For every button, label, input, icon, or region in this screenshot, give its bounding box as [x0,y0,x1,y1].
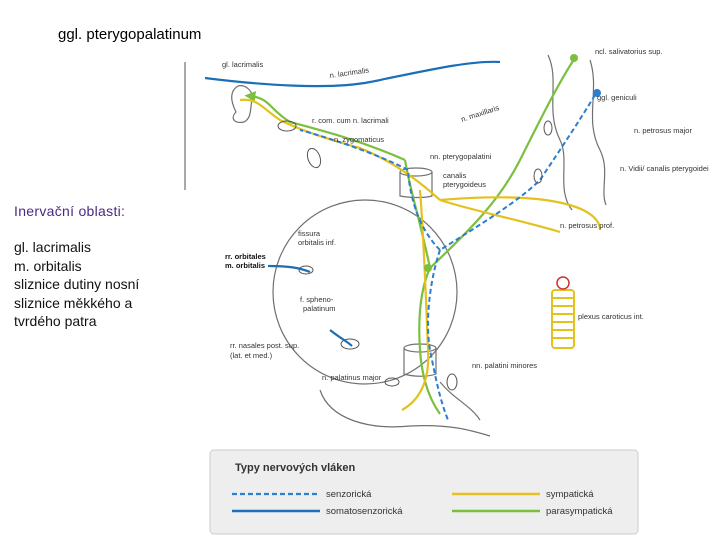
yellow-carotid-path [439,196,602,231]
canal-top-ring [399,167,433,177]
plexus-caroticus-coil [551,276,575,349]
label-n-maxillaris: n. maxillaris [460,103,501,124]
label-n-palatinus-major: n. palatinus major [322,373,382,382]
label-nn-palatini-minores: nn. palatini minores [472,361,537,370]
label-ncl-salivatorius: ncl. salivatorius sup. [595,47,663,56]
fiber-rings [277,120,553,391]
label-r-com: r. com. cum n. lacrimali [312,116,389,125]
nucleus-salivatorius-dot [570,54,578,62]
canal-bottom-outline [403,348,437,377]
ring [306,147,322,169]
somatosensory-fibers [204,60,501,347]
ring [298,265,314,275]
palate-outline-2 [439,381,481,421]
ganglion-outline [272,199,458,385]
label-rr-nasales-1: rr. nasales post. sup. [230,341,299,350]
label-nn-pterygopalatini: nn. pterygopalatini [430,152,492,161]
ring [446,373,458,391]
legend-label-senzoricka: senzorická [326,489,372,500]
ganglion-geniculi-dot [593,89,601,97]
outline-petrosal [547,54,573,211]
label-plexus-caroticus: plexus caroticus int. [578,312,644,321]
ganglion-pterygopalatinum-dot [424,264,432,272]
slide-title: ggl. pterygopalatinum [58,26,202,43]
yellow-petrosus-prof [439,198,561,234]
ring [384,377,400,387]
label-canalis-1: canalis [443,171,467,180]
legend-box [209,449,639,535]
ring [340,338,360,350]
fiber-legend: Typy nervových vláken senzorická somatos… [209,449,639,535]
outline-geniculi [589,59,607,206]
gland-lacrimalis-outline [231,85,253,123]
green-lacrimal-path [244,91,406,162]
dashed-ascend-path [299,129,441,251]
area-item: tvrdého patra [14,313,97,329]
sensory-fibers [299,94,596,421]
blue-nasal-branch [329,329,353,347]
blue-lacrimal-path [204,60,501,88]
label-fissura-1: fissura [298,229,321,238]
legend-label-parasympaticka: parasympatická [546,506,613,517]
label-n-vidii: n. Vidii/ canalis pterygoidei [620,164,709,173]
area-item: m. orbitalis [14,257,82,274]
legend-label-sympaticka: sympatická [546,489,594,500]
label-f-spheno-2: palatinum [303,304,336,313]
ring [277,120,297,132]
coil-body [551,289,575,349]
diagram-labels: gl. lacrimalis n. lacrimalis ncl. saliva… [222,47,709,382]
canal-top-outline [399,172,433,199]
ring [533,168,543,184]
label-canalis-2: pterygoideus [443,180,486,189]
label-fissura-2: orbitalis inf. [298,238,336,247]
label-n-lacrimalis: n. lacrimalis [329,66,370,80]
legend-title: Typy nervových vláken [235,462,356,474]
label-rr-nasales-2: (lat. et med.) [230,351,273,360]
area-item: sliznice dutiny nosní [14,276,140,292]
label-m-orbitalis: m. orbitalis [225,261,265,270]
label-n-petrosus-prof: n. petrosus prof. [560,221,614,230]
legend-label-somatosenzoricka: somatosenzorická [326,506,403,517]
section-heading: Inervační oblasti: [14,203,126,219]
area-item: sliznice měkkého a [14,294,133,311]
label-n-petrosus-major: n. petrosus major [634,126,692,135]
label-ggl-geniculi: ggl. geniculi [597,93,637,102]
green-palatine-path [418,267,441,415]
blue-orbital-branch [267,264,311,274]
label-rr-orbitales: rr. orbitales [225,252,266,261]
palate-outline [319,389,491,437]
yellow-palatine-path [401,189,430,411]
area-item: gl. lacrimalis [14,239,92,255]
innervation-area-list: gl. lacrimalis m. orbitalis sliznice dut… [14,238,139,331]
green-petrosal-path [429,57,576,269]
artery-ring [556,276,570,290]
label-f-spheno-1: f. spheno- [300,295,334,304]
ring [543,120,553,136]
label-n-zygomaticus: n. zygomaticus [334,135,384,144]
dashed-palatine-path [427,249,449,421]
sympathetic-fibers [239,98,602,411]
label-gl-lacrimalis: gl. lacrimalis [222,60,264,69]
